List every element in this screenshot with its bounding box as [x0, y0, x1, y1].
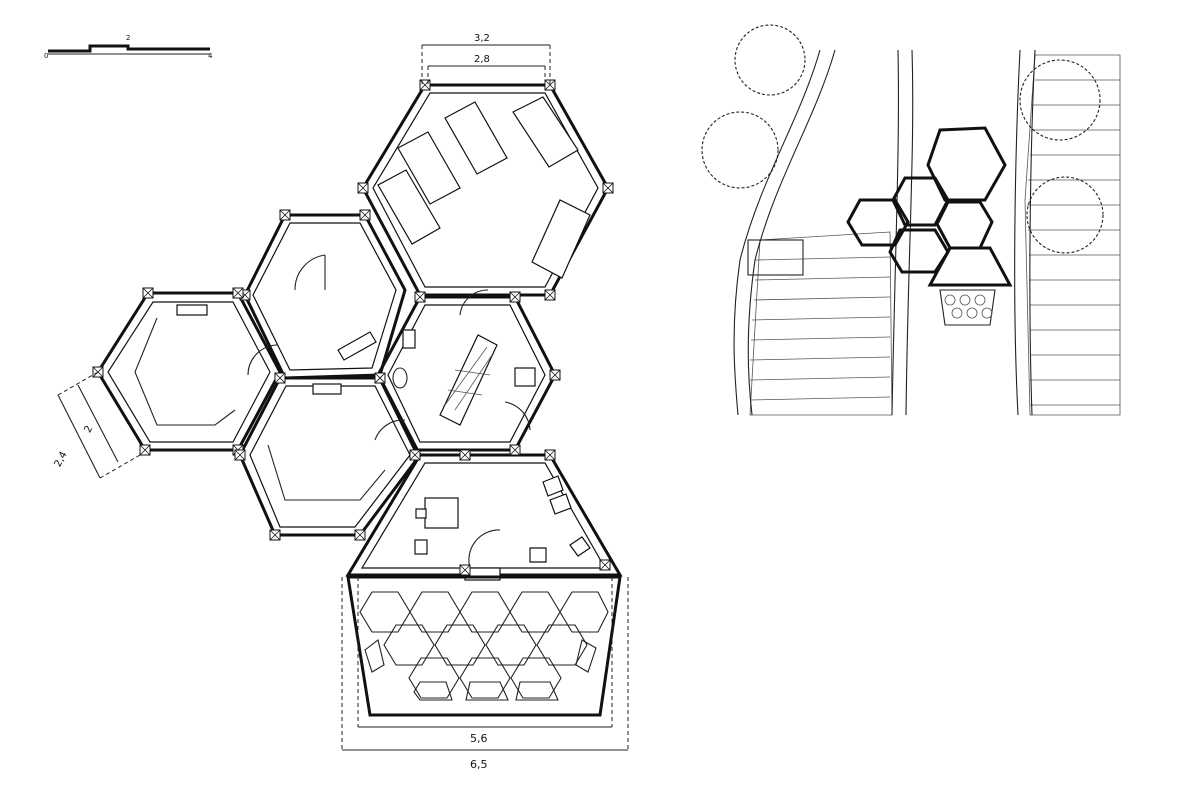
- central-hexagon-room: [374, 289, 557, 452]
- wall-posts: [92, 79, 614, 576]
- site-paths: [733, 49, 1036, 416]
- dimension-lines: [57, 44, 629, 751]
- site-plan: [701, 24, 1121, 416]
- scale-bar-label-end: 4: [208, 52, 213, 60]
- left-hexagon-room: [96, 291, 282, 452]
- dim-bottom-outer: 6,5: [470, 758, 488, 771]
- center-table: [439, 334, 498, 426]
- lower-left-hexagon-room: [238, 376, 422, 537]
- terrace-paving: [346, 575, 622, 717]
- site-building-footprint: [846, 126, 1013, 326]
- dim-top-outer: 3,2: [474, 33, 490, 44]
- dim-bottom-inner: 5,6: [470, 732, 488, 745]
- dim-top-inner: 2,8: [474, 54, 490, 65]
- dim-left-outer: 2,4: [53, 450, 70, 469]
- dim-left-inner: 2: [83, 424, 96, 435]
- scale-bar-label-mid: 2: [126, 34, 130, 42]
- scale-bar: 0 2 4: [44, 34, 213, 60]
- brick-paving: [749, 54, 1121, 416]
- trees: [701, 24, 1104, 254]
- desk-group: [377, 96, 591, 279]
- bottom-hexagon-room: [345, 453, 623, 581]
- top-hexagon-room: [361, 83, 610, 297]
- planting-bed: [747, 239, 804, 276]
- scale-bar-label-start: 0: [44, 52, 48, 60]
- main-floor-plan: 3,2 2,8 2,4 2 5,6 6,5: [53, 33, 629, 771]
